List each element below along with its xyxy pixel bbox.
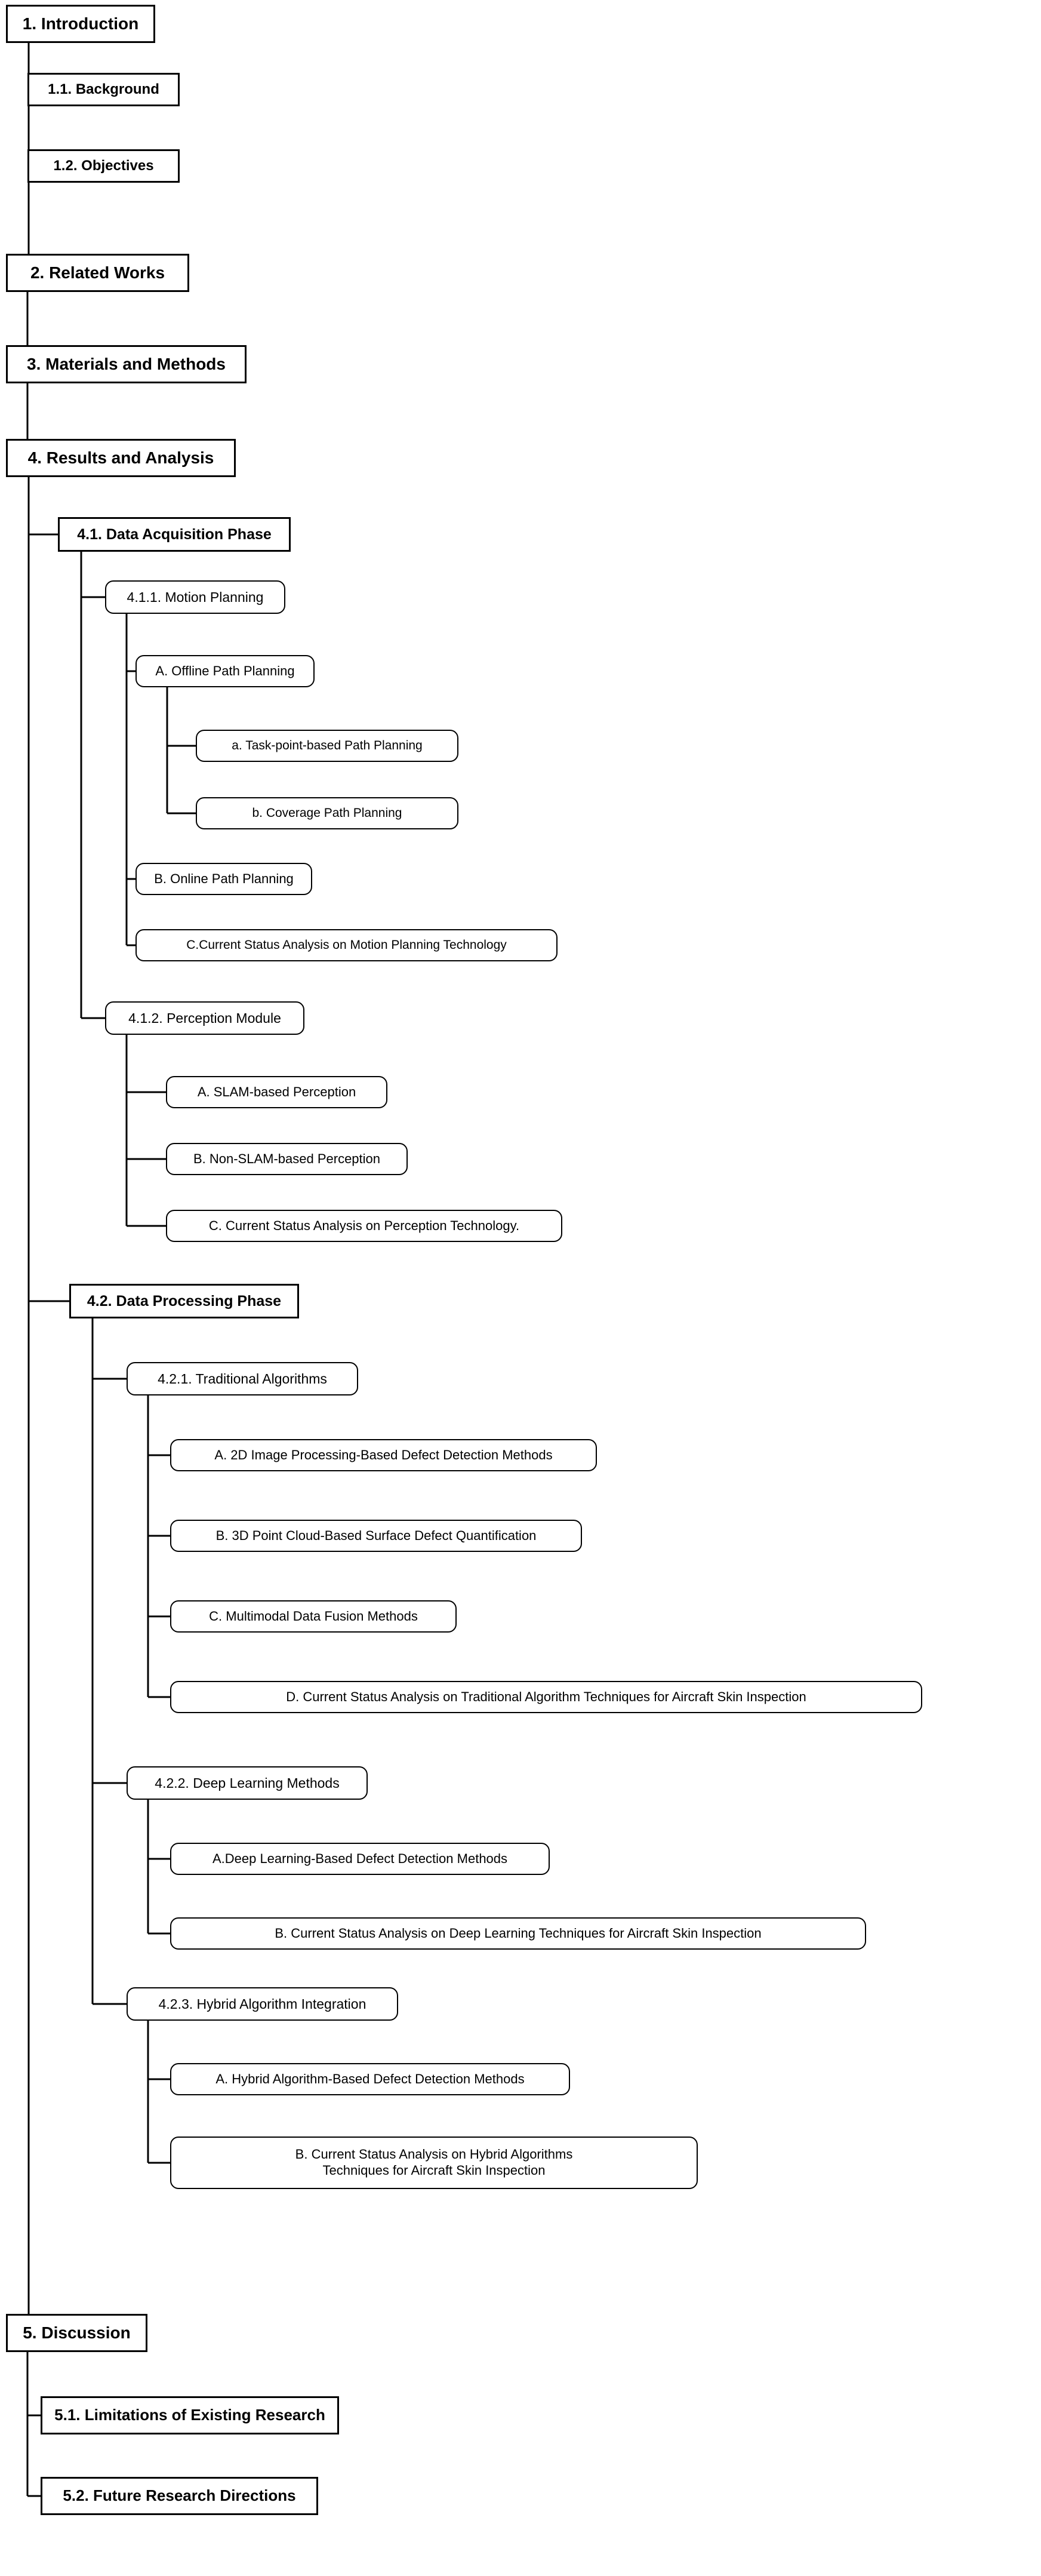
node-label: 1. Introduction — [22, 14, 139, 33]
node-label: 2. Related Works — [30, 263, 165, 282]
flowchart-node-n4-2-3[interactable]: 4.2.3. Hybrid Algorithm Integration — [127, 1987, 398, 2021]
flowchart-node-n4-1-2-A[interactable]: A. SLAM-based Perception — [166, 1076, 387, 1108]
node-label: 5.1. Limitations of Existing Research — [54, 2406, 325, 2424]
node-label: A. Offline Path Planning — [155, 663, 295, 678]
node-label: A. 2D Image Processing-Based Defect Dete… — [214, 1447, 553, 1462]
node-label: C. Multimodal Data Fusion Methods — [209, 1608, 418, 1624]
flowchart-node-n3[interactable]: 3. Materials and Methods — [6, 345, 247, 383]
flowchart-node-n4-1-1-A[interactable]: A. Offline Path Planning — [135, 655, 315, 687]
flowchart-node-n4-1-1-Ab[interactable]: b. Coverage Path Planning — [196, 797, 458, 829]
flowchart-node-n1-2[interactable]: 1.2. Objectives — [27, 149, 180, 183]
node-label: b. Coverage Path Planning — [252, 806, 402, 820]
node-label: 4.1. Data Acquisition Phase — [77, 525, 272, 543]
node-label: B. Current Status Analysis on Deep Learn… — [275, 1925, 762, 1941]
node-label: C.Current Status Analysis on Motion Plan… — [186, 938, 507, 952]
flowchart-node-n4-1-2-C[interactable]: C. Current Status Analysis on Perception… — [166, 1210, 562, 1242]
flowchart-node-n4-1-1-Aa[interactable]: a. Task-point-based Path Planning — [196, 730, 458, 762]
node-label: B. Current Status Analysis on Hybrid Alg… — [295, 2147, 573, 2178]
node-label: 5.2. Future Research Directions — [63, 2486, 296, 2505]
node-label: 3. Materials and Methods — [27, 354, 226, 373]
node-label: A. Hybrid Algorithm-Based Defect Detecti… — [215, 2071, 525, 2086]
node-label: D. Current Status Analysis on Traditiona… — [286, 1689, 806, 1704]
node-label: C. Current Status Analysis on Perception… — [208, 1218, 520, 1233]
flowchart-node-n4-2-3-B[interactable]: B. Current Status Analysis on Hybrid Alg… — [170, 2137, 698, 2189]
node-label: a. Task-point-based Path Planning — [232, 739, 423, 753]
node-label: 5. Discussion — [23, 2323, 131, 2342]
flowchart-node-n4-2-1-A[interactable]: A. 2D Image Processing-Based Defect Dete… — [170, 1439, 597, 1471]
flowchart-node-n4-1[interactable]: 4.1. Data Acquisition Phase — [58, 517, 291, 552]
node-label: 4.2.1. Traditional Algorithms — [158, 1370, 327, 1387]
flowchart-node-n4-2-2-A[interactable]: A.Deep Learning-Based Defect Detection M… — [170, 1843, 550, 1875]
node-label: 4.2.3. Hybrid Algorithm Integration — [158, 1996, 366, 2012]
flowchart-node-n4-2-3-A[interactable]: A. Hybrid Algorithm-Based Defect Detecti… — [170, 2063, 570, 2095]
node-label: 4.1.2. Perception Module — [128, 1010, 281, 1026]
node-label: B. 3D Point Cloud-Based Surface Defect Q… — [215, 1527, 537, 1543]
node-label: A. SLAM-based Perception — [197, 1084, 356, 1099]
flowchart-node-n5-1[interactable]: 5.1. Limitations of Existing Research — [41, 2396, 339, 2434]
flowchart-node-n4-1-2[interactable]: 4.1.2. Perception Module — [105, 1001, 304, 1035]
flowchart-node-n4-2-1[interactable]: 4.2.1. Traditional Algorithms — [127, 1362, 358, 1395]
flowchart-node-n5[interactable]: 5. Discussion — [6, 2314, 147, 2352]
flowchart-node-n4-2-1-D[interactable]: D. Current Status Analysis on Traditiona… — [170, 1681, 922, 1713]
flowchart-node-n4-2-1-C[interactable]: C. Multimodal Data Fusion Methods — [170, 1600, 457, 1633]
flowchart-node-n4-2-2[interactable]: 4.2.2. Deep Learning Methods — [127, 1766, 368, 1800]
flowchart-node-n4-1-1-B[interactable]: B. Online Path Planning — [135, 863, 312, 895]
node-label: 4.2.2. Deep Learning Methods — [155, 1775, 340, 1791]
node-label: 1.1. Background — [48, 81, 159, 98]
flowchart-node-n4-1-2-B[interactable]: B. Non-SLAM-based Perception — [166, 1143, 408, 1175]
node-label: B. Non-SLAM-based Perception — [193, 1151, 381, 1166]
flowchart-node-n4[interactable]: 4. Results and Analysis — [6, 439, 236, 477]
node-label: 1.2. Objectives — [53, 158, 154, 174]
node-label: 4.2. Data Processing Phase — [87, 1292, 282, 1309]
flowchart-node-n4-2-1-B[interactable]: B. 3D Point Cloud-Based Surface Defect Q… — [170, 1520, 582, 1552]
node-label: 4. Results and Analysis — [27, 448, 214, 467]
node-label: B. Online Path Planning — [154, 871, 294, 886]
node-label: 4.1.1. Motion Planning — [127, 589, 264, 605]
flowchart-node-n4-1-1-C[interactable]: C.Current Status Analysis on Motion Plan… — [135, 929, 558, 961]
flowchart-node-n5-2[interactable]: 5.2. Future Research Directions — [41, 2477, 318, 2515]
flowchart-node-n4-1-1[interactable]: 4.1.1. Motion Planning — [105, 580, 285, 614]
flowchart-node-n4-2[interactable]: 4.2. Data Processing Phase — [69, 1284, 299, 1318]
flowchart-node-n2[interactable]: 2. Related Works — [6, 254, 189, 292]
node-label: A.Deep Learning-Based Defect Detection M… — [212, 1850, 508, 1866]
flowchart-node-n1-1[interactable]: 1.1. Background — [27, 73, 180, 106]
flowchart-node-n1[interactable]: 1. Introduction — [6, 5, 155, 43]
flowchart-node-n4-2-2-B[interactable]: B. Current Status Analysis on Deep Learn… — [170, 1917, 866, 1950]
